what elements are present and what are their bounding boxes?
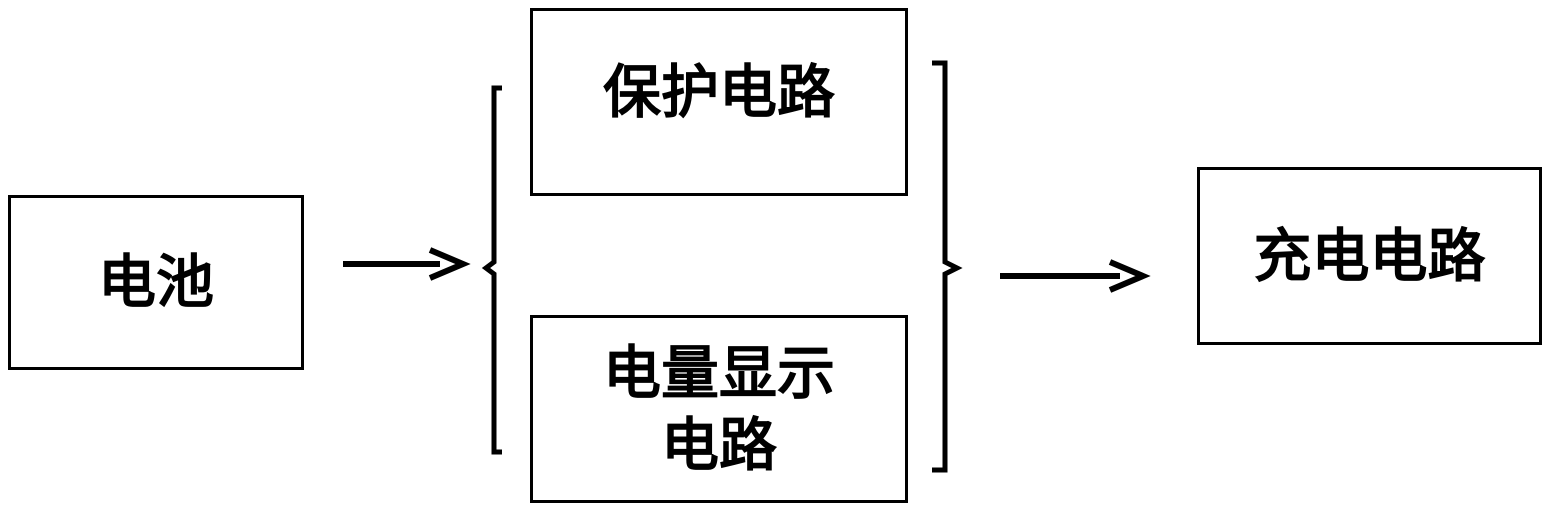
charging-circuit-box: 充电电路 [1197, 167, 1542, 345]
arrow-battery-to-group [343, 247, 471, 281]
charge-display-circuit-box: 电量显示 电路 [530, 315, 908, 503]
arrow-group-to-charging [1000, 259, 1151, 293]
battery-box: 电池 [8, 195, 304, 370]
charge-display-label-line2: 电路 [660, 411, 777, 479]
protection-circuit-label: 保护电路 [602, 57, 835, 126]
battery-label: 电池 [97, 248, 214, 317]
charge-display-label-line1: 电量显示 [602, 338, 835, 407]
charging-circuit-label: 充电电路 [1253, 221, 1486, 290]
protection-circuit-box: 保护电路 [530, 8, 908, 196]
left-bracket [481, 85, 502, 455]
right-bracket [932, 60, 963, 473]
